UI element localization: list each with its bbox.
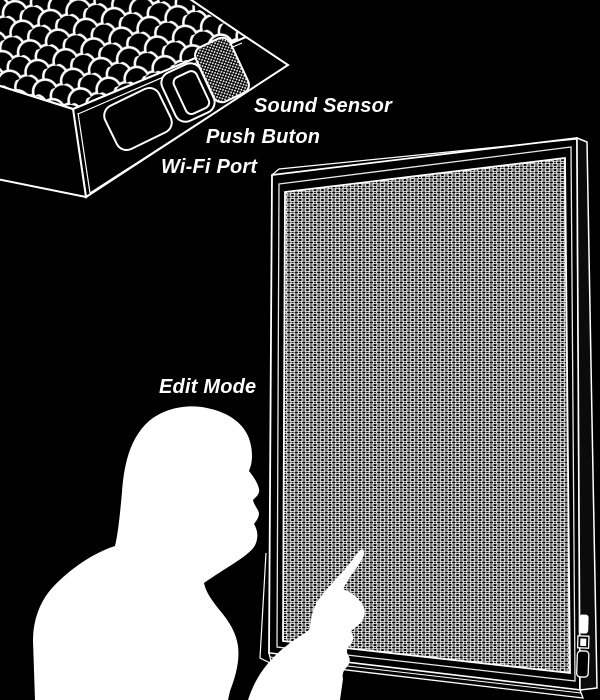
device-top-face-outline — [0, 0, 249, 111]
side-power-button — [578, 614, 589, 634]
panel-right-side-face — [576, 136, 598, 691]
panel-top-edge-highlight — [271, 138, 578, 176]
push-button-label: Push Buton — [206, 126, 321, 148]
device-left-face — [0, 84, 88, 199]
pointing-hand-silhouette — [248, 549, 365, 700]
panel-side-controls — [576, 614, 590, 678]
sound-sensor-label: Sound Sensor — [254, 95, 392, 117]
edge-bevel-line-bottom — [89, 67, 285, 194]
panel-back-edge-line — [259, 552, 271, 664]
panel-inner-bezel-line — [276, 146, 576, 682]
edge-bevel-line-corner — [77, 112, 91, 194]
side-port-pin — [580, 638, 587, 647]
led-display-panel — [259, 136, 598, 699]
side-connector-slot — [576, 650, 590, 678]
person-head-and-body — [33, 406, 260, 700]
edit-mode-label: Edit Mode — [159, 376, 257, 398]
wifi-port-label: Wi-Fi Port — [161, 156, 258, 178]
person-silhouette — [33, 406, 365, 700]
